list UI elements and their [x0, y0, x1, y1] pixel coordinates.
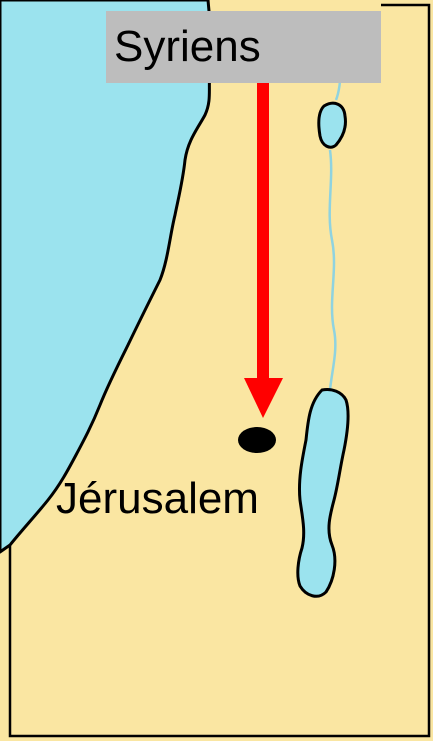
sea-of-galilee — [317, 101, 347, 149]
arrow-down-icon — [244, 378, 283, 418]
arrow-shaft — [257, 83, 269, 380]
origin-label: Syriens — [106, 11, 381, 83]
dead-sea — [296, 388, 350, 598]
map-frame — [8, 3, 431, 738]
origin-label-box — [106, 11, 381, 83]
city-dot-icon — [238, 427, 276, 453]
city-label-jerusalem: Jérusalem — [56, 474, 259, 523]
mediterranean-sea — [0, 0, 213, 554]
origin-label-text: Syriens — [114, 22, 261, 71]
